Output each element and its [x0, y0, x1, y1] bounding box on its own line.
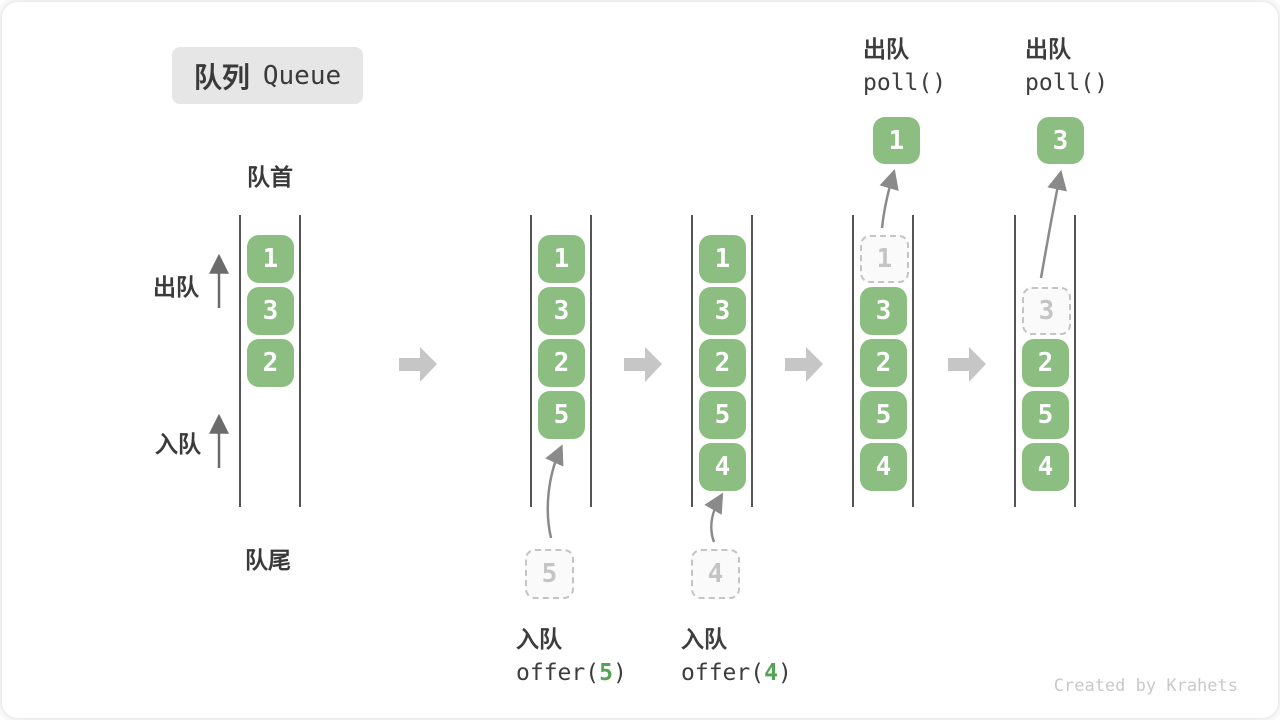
operation-code: offer(4) [681, 660, 792, 686]
queue-item: 4 [860, 443, 907, 491]
operation-offer-2: 入队 offer(4) [681, 622, 792, 690]
incoming-element-box: 4 [691, 549, 740, 599]
queue-item-ghost: 3 [1022, 287, 1071, 335]
operation-code: poll() [863, 70, 947, 96]
operation-label: 入队 [516, 626, 562, 652]
queue-item: 5 [1022, 391, 1069, 439]
next-step-arrow-icon [785, 347, 823, 382]
offer-argument: 4 [764, 660, 778, 686]
queue-item: 3 [538, 287, 585, 335]
label-dequeue: 出队 [153, 274, 199, 300]
operation-poll-2: 出队 poll() [1025, 32, 1108, 100]
next-step-arrow-icon [624, 347, 662, 382]
queue-item: 5 [860, 391, 907, 439]
operation-offer-1: 入队 offer(5) [516, 622, 627, 690]
title-en: Queue [262, 60, 342, 91]
queue-item: 1 [247, 235, 294, 283]
title-badge: 队列 Queue [172, 47, 363, 104]
queue-item: 2 [247, 339, 294, 387]
operation-label: 出队 [1025, 36, 1071, 62]
label-queue-front: 队首 [247, 164, 293, 190]
queue-item: 2 [1022, 339, 1069, 387]
queue-item: 2 [699, 339, 746, 387]
operation-poll-1: 出队 poll() [863, 32, 946, 100]
queue-item: 3 [247, 287, 294, 335]
queue-item-ghost: 1 [860, 235, 909, 283]
dequeued-element-box: 1 [873, 117, 920, 164]
title-zh: 队列 [193, 61, 250, 93]
next-step-arrow-icon [948, 347, 986, 382]
queue-item: 3 [699, 287, 746, 335]
next-step-arrow-icon [399, 347, 437, 382]
queue-item: 2 [538, 339, 585, 387]
queue-item: 2 [860, 339, 907, 387]
label-enqueue: 入队 [155, 431, 201, 457]
queue-item: 1 [538, 235, 585, 283]
queue-item: 5 [699, 391, 746, 439]
label-queue-rear: 队尾 [245, 547, 291, 573]
queue-item: 3 [860, 287, 907, 335]
dequeued-element-box: 3 [1037, 117, 1084, 164]
operation-code: poll() [1025, 70, 1109, 96]
queue-item: 4 [1022, 443, 1069, 491]
incoming-element-box: 5 [525, 549, 574, 599]
credit-text: Created by Krahets [1053, 676, 1238, 696]
offer-argument: 5 [599, 660, 613, 686]
operation-label: 入队 [681, 626, 727, 652]
queue-item: 1 [699, 235, 746, 283]
operation-label: 出队 [863, 36, 909, 62]
queue-item: 4 [699, 443, 746, 491]
operation-code: offer(5) [516, 660, 627, 686]
queue-item: 5 [538, 391, 585, 439]
